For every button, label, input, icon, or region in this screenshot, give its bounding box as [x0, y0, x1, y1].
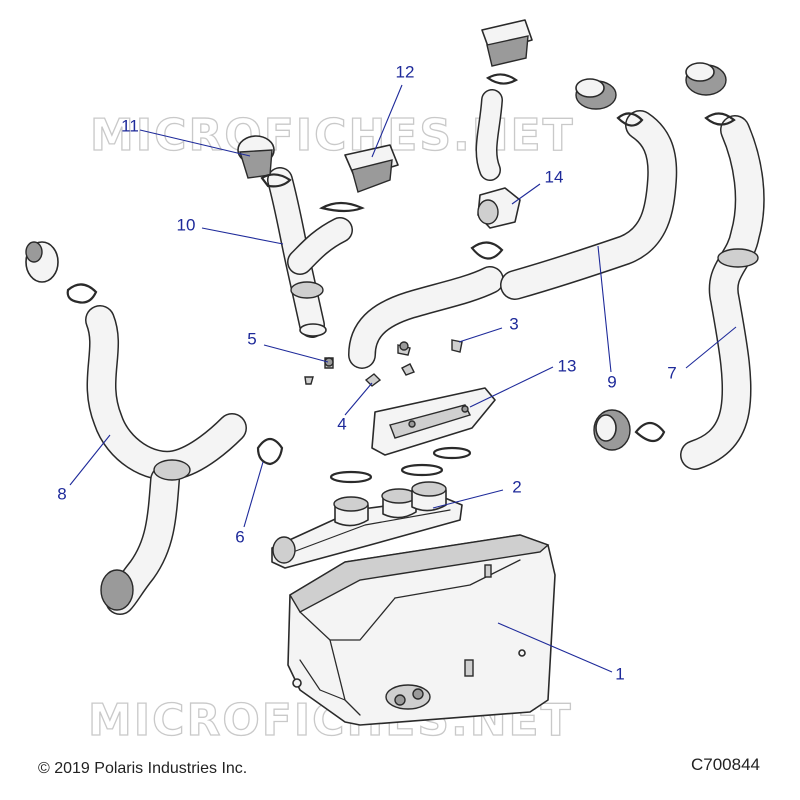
leader-lines — [69, 84, 737, 673]
callout-13: 13 — [558, 356, 577, 375]
part-13-bracket — [371, 387, 496, 456]
part-6-clamp — [256, 437, 284, 466]
part-11-boot — [237, 135, 292, 188]
callout-12: 12 — [396, 62, 415, 81]
drawing-number: C700844 — [690, 755, 760, 774]
center-lower-duct — [348, 266, 504, 369]
callout-1: 1 — [615, 664, 624, 683]
copyright-notice: © 2019 Polaris Industries Inc. — [38, 760, 248, 777]
part-5-fasteners — [304, 357, 334, 385]
part-9-right-duct — [500, 78, 678, 300]
part-8-left-duct — [25, 241, 247, 615]
part-7-far-right-duct — [593, 62, 765, 470]
part-3-screws — [397, 339, 463, 356]
manifold-clamps — [329, 446, 472, 484]
callout-10: 10 — [177, 215, 196, 234]
callout-8: 8 — [57, 484, 66, 503]
part-1-airbox-housing — [287, 534, 556, 726]
callout-11: 11 — [121, 116, 139, 135]
part-12-vent-cap — [319, 144, 399, 213]
callout-6: 6 — [235, 527, 244, 546]
part-4-grommets — [364, 363, 415, 387]
callout-14: 14 — [545, 167, 564, 186]
callout-5: 5 — [247, 329, 256, 348]
callout-4: 4 — [337, 414, 346, 433]
part-10-y-duct — [267, 167, 353, 338]
callout-7: 7 — [667, 363, 676, 382]
callout-2: 2 — [512, 477, 521, 496]
callouts: 1 2 3 4 5 6 7 8 9 10 11 12 13 14 — [57, 62, 676, 683]
callout-9: 9 — [607, 372, 616, 391]
part-14-elbow — [470, 19, 533, 260]
part-2-intake-manifold — [271, 481, 463, 569]
callout-3: 3 — [509, 314, 518, 333]
